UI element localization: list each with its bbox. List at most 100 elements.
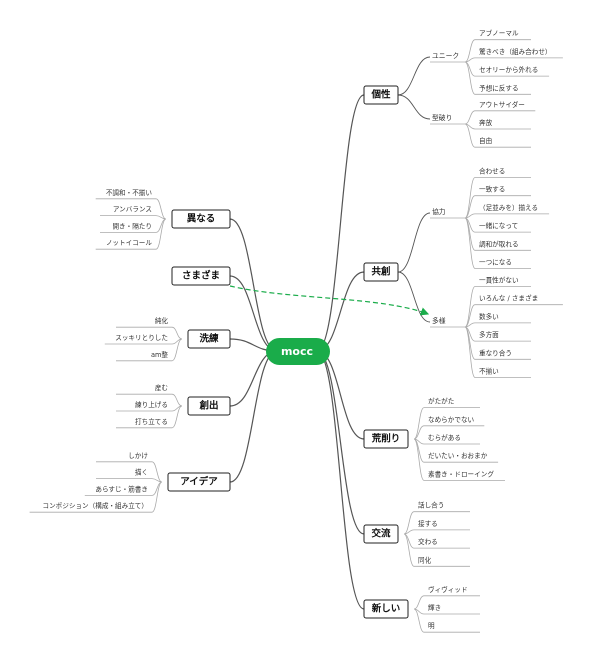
- topic-leaf: 素書き・ドローイング: [428, 469, 494, 478]
- topic-leaf-connector: [413, 438, 425, 481]
- topic-label: 荒削り: [371, 433, 401, 445]
- cross-link-arrow: [229, 285, 430, 316]
- topic-leaf-connector: [413, 407, 425, 440]
- subtopic-label: 協力: [432, 207, 446, 216]
- topic-node[interactable]: [363, 524, 399, 544]
- subtopic-leaf: 奔放: [479, 118, 493, 127]
- topic-leaf: 接する: [418, 519, 438, 528]
- subtopic-leaf-connector: [464, 177, 476, 219]
- topic-node[interactable]: [363, 85, 399, 105]
- topic-node[interactable]: [363, 262, 399, 282]
- topic-leaf: なめらかでない: [428, 416, 475, 424]
- branch-line: [316, 350, 365, 535]
- sub-connector: [397, 212, 431, 273]
- topic-leaf: 描く: [135, 468, 148, 477]
- subtopic-leaf: 一致する: [479, 185, 505, 194]
- sub-connector: [397, 56, 431, 96]
- topic-leaf: しかけ: [128, 452, 148, 460]
- branch-line: [316, 271, 365, 352]
- topic-leaf-connector: [155, 198, 167, 220]
- subtopic-leaf-connector: [464, 217, 476, 269]
- topic-leaf: コンポジション（構成・組み立て）: [43, 501, 149, 510]
- topic-node[interactable]: [187, 329, 231, 349]
- topic-node[interactable]: [363, 429, 409, 449]
- subtopic-leaf: いろんな / さまざま: [479, 294, 538, 303]
- subtopic-leaf-connector: [464, 304, 476, 328]
- branch-line: [229, 218, 278, 352]
- subtopic-leaf: セオリーから外れる: [479, 65, 538, 74]
- subtopic-label: 多様: [432, 316, 446, 325]
- root-label: mocc: [281, 345, 313, 358]
- topic-label: 共創: [371, 266, 390, 278]
- branch-line: [316, 350, 365, 610]
- topic-leaf: ヴィヴィッド: [428, 585, 468, 594]
- subtopic-leaf: 驚きべき（組み合わせ）: [479, 47, 552, 56]
- topic-leaf: 産む: [155, 383, 169, 392]
- subtopic-leaf-connector: [464, 286, 476, 328]
- topic-label: 個性: [370, 89, 391, 101]
- sub-connector: [397, 94, 431, 120]
- subtopic-leaf: 重なり合う: [479, 348, 512, 357]
- topic-leaf-connector: [413, 595, 425, 610]
- topic-leaf: あらすじ・筋書き: [95, 484, 148, 493]
- topic-leaf: 同化: [418, 555, 432, 564]
- topic-label: さまざま: [182, 270, 220, 282]
- topic-node[interactable]: [171, 209, 231, 229]
- topic-leaf: だいたい・おおまか: [428, 452, 488, 460]
- subtopic-leaf: アウトサイダー: [479, 100, 525, 109]
- topic-leaf: 交わる: [418, 537, 438, 546]
- root-node[interactable]: [266, 338, 330, 365]
- topic-leaf-connector: [413, 608, 425, 633]
- topic-leaf: むらがある: [428, 433, 461, 442]
- topic-leaf-connector: [171, 405, 183, 429]
- topic-label: 洗練: [199, 333, 219, 345]
- topic-leaf-connector: [413, 425, 425, 440]
- subtopic-leaf: （足並みを）揃える: [479, 203, 538, 212]
- topic-leaf: 打ち立てる: [135, 417, 168, 426]
- topic-leaf-connector: [403, 533, 415, 567]
- subtopic-leaf: 合わせる: [479, 167, 505, 176]
- subtopic-leaf: 一緒になって: [479, 221, 518, 230]
- topic-leaf: 話し合う: [418, 501, 444, 510]
- topic-leaf: 明: [428, 622, 435, 630]
- subtopic-leaf: 不揃い: [479, 367, 499, 376]
- topic-leaf: アンバランス: [113, 206, 152, 214]
- subtopic-leaf-connector: [464, 195, 476, 219]
- topic-leaf-connector: [151, 478, 163, 483]
- sub-connector: [397, 271, 431, 323]
- subtopic-leaf: 数多い: [479, 312, 499, 321]
- subtopic-leaf: 調和が取れる: [479, 239, 519, 248]
- subtopic-leaf-connector: [464, 326, 476, 378]
- topic-leaf: 輝き: [428, 603, 441, 612]
- topic-leaf-connector: [155, 218, 167, 250]
- topic-leaf: がたがた: [428, 397, 454, 406]
- topic-node[interactable]: [363, 599, 409, 619]
- subtopic-leaf: アブノーマル: [479, 29, 519, 38]
- topic-label: 異なる: [187, 214, 216, 225]
- subtopic-leaf-connector: [464, 213, 476, 219]
- subtopic-label: 型破り: [432, 113, 452, 122]
- topic-node[interactable]: [187, 396, 231, 416]
- subtopic-leaf: 多方面: [479, 330, 499, 339]
- subtopic-leaf-connector: [464, 322, 476, 328]
- topic-node[interactable]: [171, 266, 231, 286]
- topic-leaf-connector: [151, 481, 163, 513]
- subtopic-leaf-connector: [464, 110, 476, 125]
- topic-leaf-connector: [403, 511, 415, 535]
- branch-line: [316, 350, 365, 440]
- topic-leaf: 不調和・不揃い: [106, 188, 153, 197]
- subtopic-leaf-connector: [464, 123, 476, 148]
- topic-leaf: 純化: [155, 316, 169, 325]
- topic-leaf-connector: [171, 393, 183, 407]
- topic-label: 交流: [371, 528, 391, 540]
- topic-label: 新しい: [372, 603, 401, 615]
- subtopic-leaf-connector: [464, 57, 476, 63]
- subtopic-leaf-connector: [464, 61, 476, 95]
- topic-node[interactable]: [167, 472, 231, 492]
- topic-leaf-connector: [171, 338, 183, 362]
- topic-leaf: am整: [151, 350, 168, 359]
- topic-leaf-connector: [403, 529, 415, 535]
- topic-leaf: 練り上げる: [135, 400, 168, 409]
- subtopic-leaf-connector: [464, 39, 476, 63]
